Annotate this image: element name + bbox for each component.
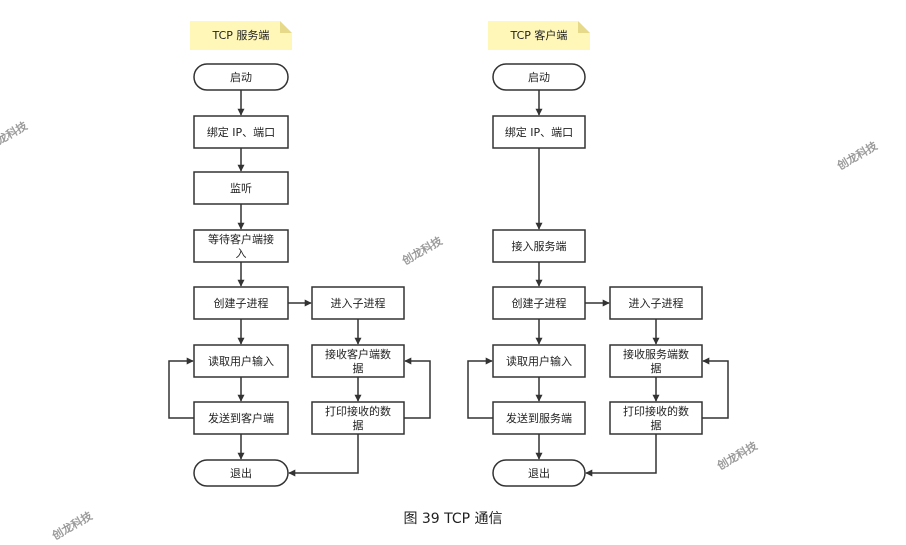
- server-read-node: [193, 344, 289, 378]
- server-send-label: 发送到客户端: [208, 411, 274, 425]
- client-bind-node: [492, 115, 586, 149]
- client-send-node: [492, 401, 586, 435]
- client-bind-label: 绑定 IP、端口: [505, 125, 573, 139]
- server-exit-label: 退出: [230, 466, 252, 480]
- watermark-2: 创龙科技: [399, 233, 446, 268]
- client-edge-print-loop: [702, 357, 729, 419]
- server-recv-label-2: 据: [353, 361, 364, 375]
- server-wait-node: [193, 229, 289, 263]
- server-title-note: TCP 服务端: [190, 21, 292, 50]
- server-title: TCP 服务端: [212, 29, 270, 42]
- client-exit-label: 退出: [528, 466, 550, 480]
- figure-caption: 图 39 TCP 通信: [403, 511, 503, 527]
- server-send-node: [193, 401, 289, 435]
- client-recv-label-2: 据: [651, 361, 662, 375]
- server-edge-print-loop: [404, 357, 431, 419]
- server-listen-node: [193, 171, 289, 205]
- client-print-label-2: 据: [651, 418, 662, 432]
- client-edge-send-loop: [467, 357, 493, 419]
- client-print-node: [609, 401, 703, 435]
- server-fork-label: 创建子进程: [214, 296, 269, 310]
- server-bind-label: 绑定 IP、端口: [207, 125, 275, 139]
- client-start-label: 启动: [528, 71, 550, 84]
- client-read-node: [492, 344, 586, 378]
- server-print-label-1: 打印接收的数: [325, 404, 391, 418]
- client-edge-print-exit: [585, 434, 657, 477]
- client-print-label-1: 打印接收的数: [623, 404, 689, 418]
- server-wait-label-1: 等待客户端接: [208, 232, 274, 246]
- server-enter-child-label: 进入子进程: [331, 297, 386, 310]
- watermark-1: 创龙科技: [0, 118, 30, 153]
- watermark-5: 创龙科技: [714, 438, 761, 473]
- server-edge-print-exit: [288, 434, 359, 477]
- server-recv-node: [311, 344, 405, 378]
- server-print-node: [311, 401, 405, 435]
- server-wait-label-2: 入: [236, 247, 247, 260]
- client-read-label: 读取用户输入: [506, 354, 572, 368]
- client-connect-node: [492, 229, 586, 263]
- client-title-note: TCP 客户端: [488, 21, 590, 50]
- client-recv-node: [609, 344, 703, 378]
- client-recv-label-1: 接收服务端数: [623, 347, 689, 361]
- client-enter-child-label: 进入子进程: [629, 297, 684, 310]
- server-enter-child-node: [311, 286, 405, 320]
- watermark-group: 创龙科技 创龙科技 创龙科技 创龙科技 创龙科技: [0, 118, 880, 543]
- server-exit-node: [193, 459, 289, 487]
- client-flow: TCP 客户端 启动 绑定 IP、端口 接入服务端 创建子进程 读取用户输入 发…: [467, 21, 729, 487]
- server-print-label-2: 据: [353, 418, 364, 432]
- server-edge-send-loop: [168, 357, 194, 419]
- client-title: TCP 客户端: [510, 28, 568, 42]
- client-exit-node: [492, 459, 586, 487]
- server-listen-label: 监听: [230, 182, 252, 195]
- client-fork-node: [492, 286, 586, 320]
- client-fork-label: 创建子进程: [512, 296, 567, 310]
- server-start-label: 启动: [230, 71, 252, 84]
- server-read-label: 读取用户输入: [208, 354, 274, 368]
- client-connect-label: 接入服务端: [512, 240, 567, 253]
- server-recv-label-1: 接收客户端数: [325, 347, 391, 361]
- client-send-label: 发送到服务端: [506, 411, 572, 425]
- watermark-3: 创龙科技: [834, 138, 881, 173]
- server-flow: TCP 服务端 启动 绑定 IP、端口 监听 等待客户端接 入 创建子进程 读取…: [168, 21, 431, 487]
